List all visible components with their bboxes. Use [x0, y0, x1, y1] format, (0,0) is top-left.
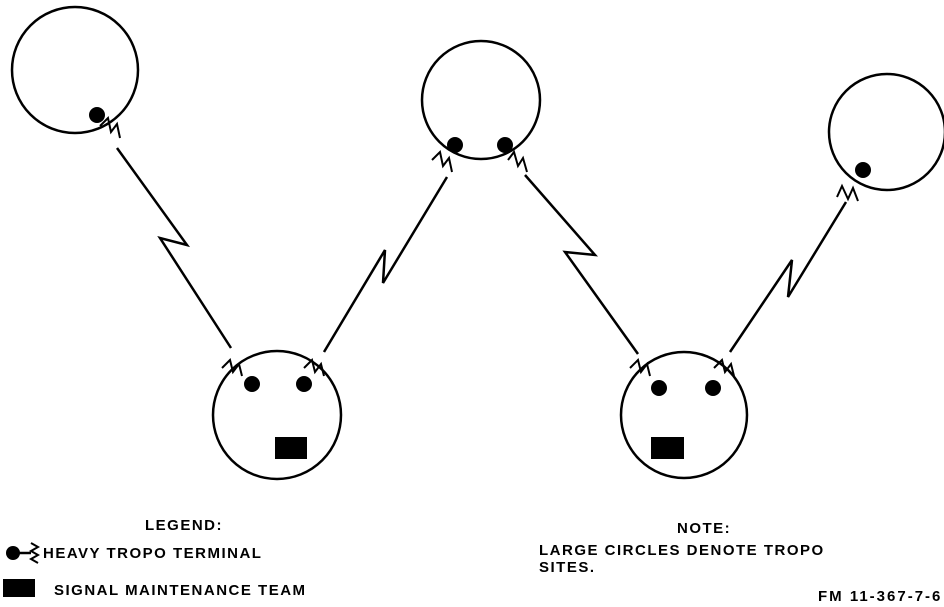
note-line-2: SITES. [539, 559, 596, 576]
tropo-site-2 [211, 349, 343, 481]
heavy-tropo-terminal-icon [705, 380, 721, 396]
heavy-tropo-terminal-icon [6, 542, 41, 564]
note-line-1: LARGE CIRCLES DENOTE TROPO [539, 542, 825, 559]
legend-item-signal-maintenance-team: SIGNAL MAINTENANCE TEAM [54, 582, 307, 599]
antenna-squiggle [99, 115, 121, 139]
tropo-link-3-4 [524, 174, 640, 355]
heavy-tropo-terminal-icon [497, 137, 513, 153]
note-title: NOTE: [677, 520, 732, 537]
tropo-site-3 [420, 39, 542, 161]
antenna-squiggle [713, 358, 735, 377]
tropo-site-5 [827, 72, 944, 192]
antenna-squiggle [629, 358, 651, 377]
legend-title: LEGEND: [145, 517, 223, 534]
tropo-site-1 [10, 5, 140, 135]
signal-maintenance-team-icon [3, 579, 35, 597]
legend-item-heavy-tropo-terminal: HEAVY TROPO TERMINAL [43, 545, 263, 562]
tropo-link-4-5 [728, 201, 848, 353]
heavy-tropo-terminal-icon [651, 380, 667, 396]
tropo-link-1-2 [115, 147, 233, 349]
antenna-squiggle [303, 358, 325, 377]
heavy-tropo-terminal-icon [296, 376, 312, 392]
antenna-squiggle [836, 183, 859, 202]
heavy-tropo-terminal-icon [244, 376, 260, 392]
figure-id: FM 11-367-7-6 [818, 588, 943, 605]
tropo-link-2-3 [322, 176, 449, 353]
signal-maintenance-team-icon [651, 437, 684, 459]
antenna-squiggle [431, 149, 453, 173]
heavy-tropo-terminal-icon [89, 107, 105, 123]
heavy-tropo-terminal-icon [447, 137, 463, 153]
heavy-tropo-terminal-icon [855, 162, 871, 178]
tropo-site-4 [619, 350, 749, 480]
antenna-squiggle [221, 358, 243, 377]
antenna-squiggle [507, 149, 528, 173]
signal-maintenance-team-icon [275, 437, 307, 459]
